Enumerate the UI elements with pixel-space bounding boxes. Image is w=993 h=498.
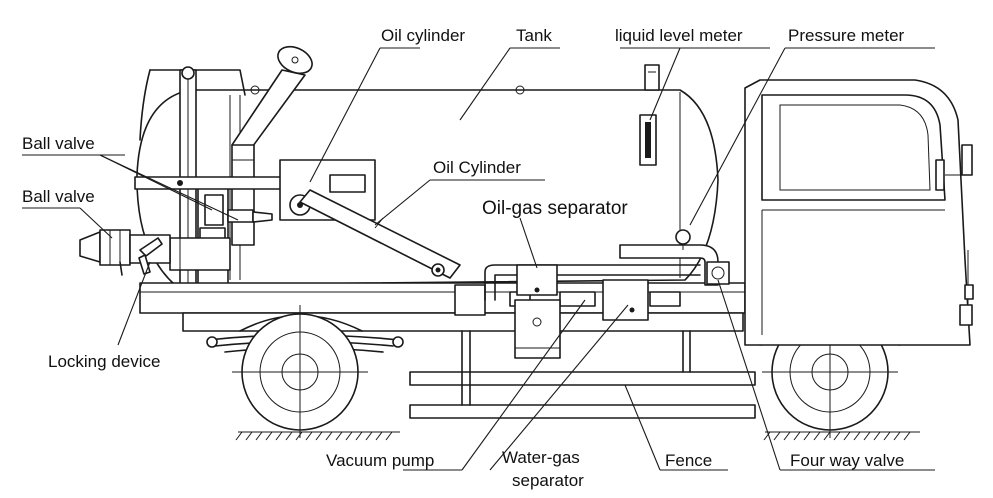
- chassis: [139, 282, 746, 332]
- label-four-way-valve: Four way valve: [790, 451, 904, 470]
- rear-ball-valves: [169, 194, 273, 271]
- label-liquid-level-meter: liquid level meter: [615, 26, 743, 45]
- label-oil-cylinder-mid: Oil Cylinder: [433, 158, 521, 177]
- label-vacuum-pump: Vacuum pump: [326, 451, 434, 470]
- ground-right: [763, 431, 920, 441]
- label-oil-gas-separator: Oil-gas separator: [482, 198, 628, 219]
- vacuum-pump: [514, 299, 561, 359]
- label-water-gas-line1: Water-gas: [502, 448, 580, 467]
- label-locking-device: Locking device: [48, 352, 160, 371]
- liquid-level-meter: [639, 114, 657, 166]
- lower-oil-cylinder: [299, 189, 461, 279]
- cab: [744, 79, 974, 346]
- leader-lines: [22, 47, 935, 471]
- label-oil-cylinder-top: Oil cylinder: [381, 26, 465, 45]
- label-tank: Tank: [516, 26, 552, 45]
- four-way-valve: [706, 261, 730, 285]
- label-pressure-meter: Pressure meter: [788, 26, 905, 45]
- rear-wheel: [232, 305, 368, 438]
- separator-piping: [484, 229, 719, 307]
- tank: [136, 64, 719, 286]
- discharge-valve: [79, 229, 171, 276]
- ground-left: [235, 431, 400, 441]
- water-gas-separator: [602, 279, 649, 321]
- fence: [409, 330, 756, 419]
- label-ball-valve-lower: Ball valve: [22, 187, 95, 206]
- oil-gas-separator: [516, 264, 558, 296]
- label-ball-valve-upper: Ball valve: [22, 134, 95, 153]
- label-fence: Fence: [665, 451, 712, 470]
- label-water-gas-line2: separator: [512, 471, 584, 490]
